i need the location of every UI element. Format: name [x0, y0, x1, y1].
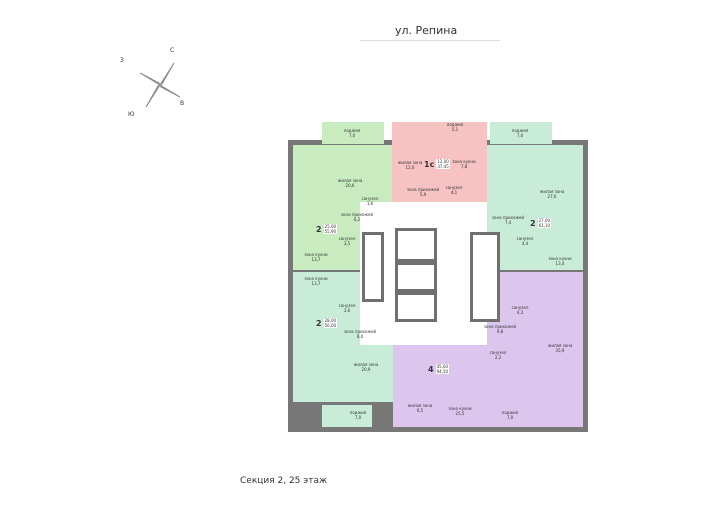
stair: [362, 232, 384, 302]
section-floor-caption: Секция 2, 25 этаж: [240, 476, 328, 486]
apartment-ne: [487, 145, 583, 270]
shaft: [470, 232, 500, 322]
elevator-2: [395, 262, 437, 292]
elevator-1: [395, 228, 437, 262]
elevator-3: [395, 292, 437, 322]
compass-east: В: [180, 100, 185, 107]
loggia-sw: [322, 405, 372, 427]
compass-north: С: [170, 47, 175, 54]
street-name: ул. Репина: [395, 24, 458, 37]
compass-west: З: [120, 57, 124, 64]
compass-rose: З С В Ю: [120, 47, 190, 118]
compass-icon: [139, 62, 181, 108]
loggia-nw: [322, 122, 384, 144]
loggia-ne: [490, 122, 552, 144]
compass-south: Ю: [128, 111, 135, 118]
apartment-se-lower: [393, 345, 583, 427]
street-line: [360, 40, 500, 41]
